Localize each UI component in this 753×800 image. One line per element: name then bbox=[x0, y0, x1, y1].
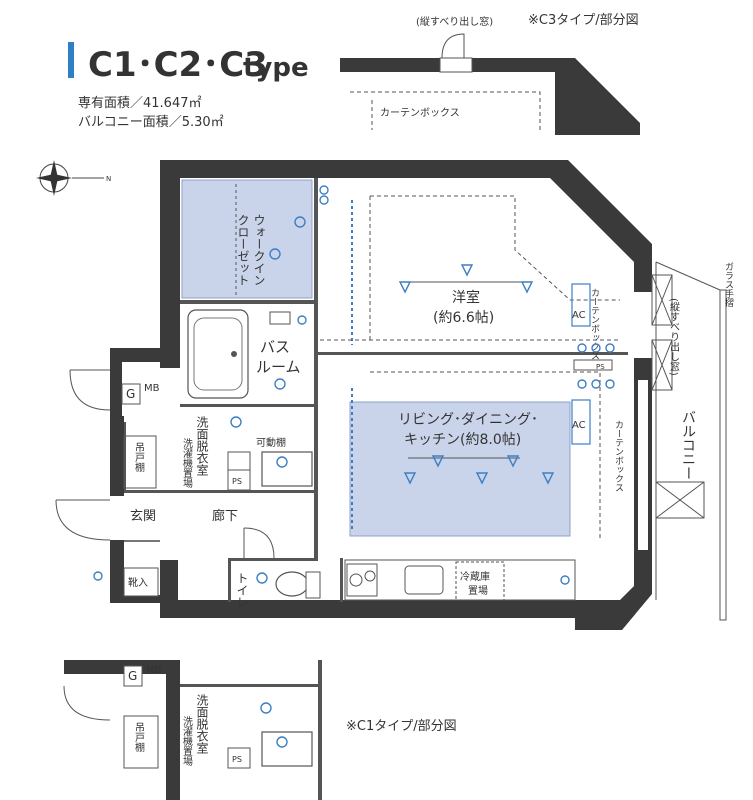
c1-mb-g-label: G bbox=[128, 669, 137, 683]
ac-label-2: AC bbox=[572, 420, 586, 431]
western-room-size: (約6.6帖) bbox=[433, 310, 494, 326]
meter-box: G MB bbox=[69, 369, 160, 411]
bath-label: バス bbox=[260, 338, 290, 356]
c3-inset: (縦すべり出し窓) ※C3タイプ/部分図 カーテンボックス bbox=[340, 13, 640, 135]
c3-window-label: (縦すべり出し窓) bbox=[416, 15, 493, 28]
entrance-label: 玄関 bbox=[130, 509, 156, 524]
c1-laundry-label: 洗濯機置場 bbox=[181, 716, 193, 767]
downlight-icon bbox=[520, 281, 534, 294]
downlight-icon bbox=[398, 281, 412, 294]
c1-mb-label: MB bbox=[146, 665, 162, 676]
glass-rail-label: ガラス手摺 bbox=[723, 262, 734, 308]
laundry-label: 洗濯機置場 bbox=[181, 438, 193, 489]
mb-g-label: G bbox=[126, 387, 135, 401]
ac-storage-column: AC AC カーテンボックス カーテンボックス PS bbox=[571, 283, 624, 492]
balcony-label: バルコニー bbox=[680, 410, 696, 480]
movable-shelf-label: 可動棚 bbox=[256, 436, 286, 449]
shoebox-label: 靴入 bbox=[128, 576, 148, 589]
washroom-label: 洗面脱衣室 bbox=[195, 416, 209, 476]
c1-hanging-shelf-label: 吊戸棚 bbox=[133, 722, 145, 753]
walkin-label-1: ウォークイン bbox=[252, 214, 266, 286]
fridge-label: 冷蔵庫 bbox=[460, 570, 490, 583]
compass-icon: N bbox=[36, 160, 111, 196]
c3-inset-label: ※C3タイプ/部分図 bbox=[528, 13, 639, 28]
plan-title: C1･C2･C3 bbox=[88, 45, 268, 85]
c1-washroom-label: 洗面脱衣室 bbox=[195, 694, 209, 754]
ldk-area bbox=[349, 401, 571, 537]
window-side-label: (縦すべり出し窓) bbox=[668, 298, 680, 376]
hanging-shelf-label: 吊戸棚 bbox=[133, 442, 145, 473]
ac-label-1: AC bbox=[572, 310, 586, 321]
corridor-label: 廊下 bbox=[212, 508, 238, 524]
mb-label: MB bbox=[144, 383, 160, 394]
balcony: (縦すべり出し窓) バルコニー ガラス手摺 bbox=[651, 261, 734, 621]
curtain-box-label-2: カーテンボックス bbox=[613, 420, 624, 492]
private-area: 専有面積／41.647㎡ bbox=[78, 96, 202, 111]
balcony-area: バルコニー面積／5.30㎡ bbox=[78, 115, 224, 130]
bath-label-2: ルーム bbox=[256, 358, 301, 376]
entrance-corridor: 玄関 廊下 靴入 bbox=[55, 499, 275, 597]
walkin-closet-area bbox=[181, 179, 313, 299]
plan-title-suffix: type bbox=[243, 53, 309, 83]
ps-label: PS bbox=[232, 477, 242, 486]
light-icon bbox=[269, 248, 281, 260]
c3-curtain-label: カーテンボックス bbox=[380, 107, 460, 119]
light-icon bbox=[294, 216, 306, 228]
ldk-label: リビング･ダイニング･ bbox=[398, 412, 538, 428]
main-walls bbox=[110, 160, 652, 630]
sink-icon bbox=[261, 451, 313, 487]
kitchen: 冷蔵庫 置場 bbox=[344, 559, 576, 601]
bathroom: バス ルーム bbox=[187, 309, 307, 399]
title-accent-bar bbox=[68, 42, 74, 78]
ldk-room: リビング･ダイニング･ キッチン(約8.0帖) bbox=[349, 371, 601, 540]
c1-inset-label: ※C1タイプ/部分図 bbox=[346, 719, 457, 734]
curtain-box-label-1: カーテンボックス bbox=[589, 288, 600, 360]
toilet-label: トイレ bbox=[235, 572, 249, 608]
western-room: 洋室 (約6.6帖) bbox=[319, 185, 620, 345]
bathtub-icon bbox=[187, 309, 249, 399]
interior-partitions bbox=[124, 178, 628, 602]
kitchen-sink-icon bbox=[404, 565, 444, 595]
fridge-label-2: 置場 bbox=[468, 584, 488, 597]
ldk-label-2: キッチン(約8.0帖) bbox=[404, 432, 521, 448]
c1-inset: G MB 吊戸棚 洗面脱衣室 洗濯機置場 PS ※C1タイプ/部分図 bbox=[63, 660, 457, 800]
western-room-label: 洋室 bbox=[452, 289, 480, 306]
toilet-room: トイレ bbox=[235, 571, 321, 608]
ps-small-label: PS bbox=[596, 363, 605, 371]
compass-north-label: N bbox=[106, 175, 111, 183]
toilet-icon bbox=[275, 571, 309, 597]
washroom: 洗面脱衣室 洗濯機置場 吊戸棚 可動棚 PS bbox=[123, 416, 313, 491]
downlight-icon bbox=[460, 264, 474, 277]
c1-ps-label: PS bbox=[232, 755, 242, 764]
walkin-label-2: クローゼット bbox=[236, 214, 250, 286]
